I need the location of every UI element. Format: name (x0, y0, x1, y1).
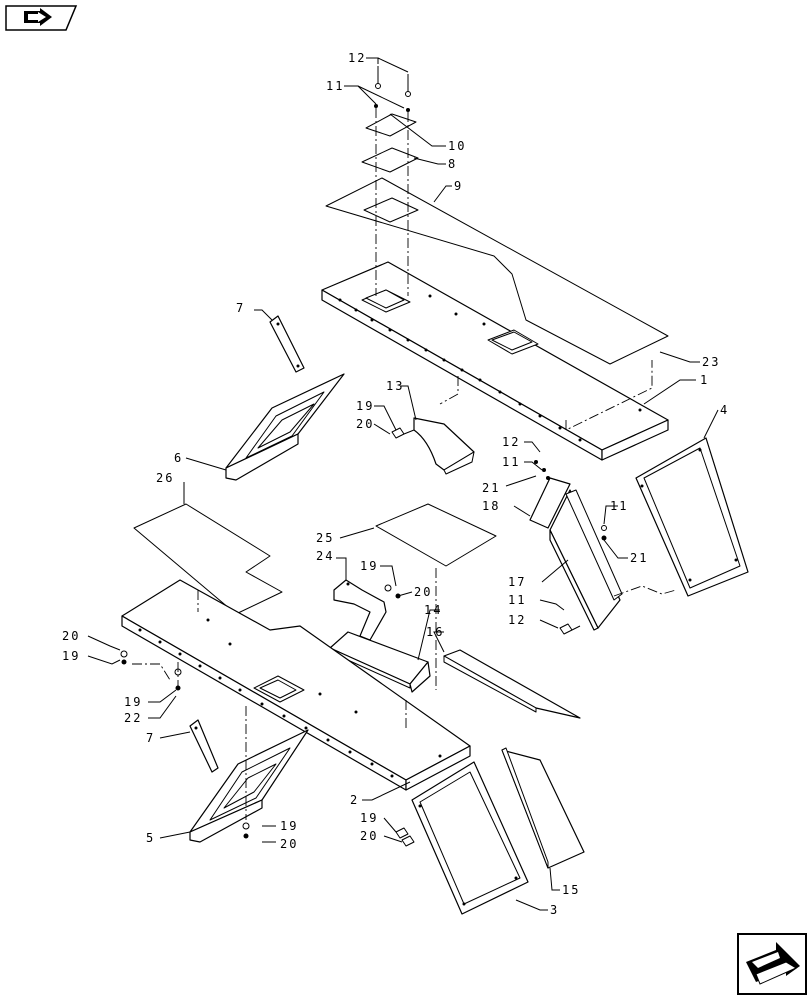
label-8: 8 (448, 157, 457, 171)
label-3: 3 (550, 903, 559, 917)
label-21-left: 21 (482, 481, 500, 495)
label-5: 5 (146, 831, 155, 845)
label-11-right: 11 (502, 455, 520, 469)
label-26: 26 (156, 471, 174, 485)
part-tray-1 (321, 261, 669, 461)
label-9: 9 (454, 179, 463, 193)
label-7-upper: 7 (236, 301, 245, 315)
label-12-lower: 12 (508, 613, 526, 627)
label-17: 17 (508, 575, 526, 589)
part-bracket-24 (333, 579, 401, 641)
arrow-right-icon (24, 8, 52, 26)
arrow-next-icon (746, 942, 800, 985)
label-19-lower-left: 19 (124, 695, 142, 709)
nav-next-button[interactable] (737, 933, 807, 995)
label-19-left: 19 (62, 649, 80, 663)
part-bracket-14 (329, 631, 431, 693)
label-15: 15 (562, 883, 580, 897)
label-10: 10 (448, 139, 466, 153)
part-panel-3 (411, 761, 529, 915)
leader-lines (87, 57, 719, 911)
part-panel-17 (549, 489, 623, 631)
label-20-left: 20 (62, 629, 80, 643)
part-plate-10 (365, 113, 417, 137)
label-7-lower: 7 (146, 731, 155, 745)
part-bracket-7-lower (189, 719, 219, 773)
label-11-far-right: 11 (610, 499, 628, 513)
label-19-upper: 19 (356, 399, 374, 413)
part-plate-8 (361, 147, 419, 173)
label-20-frame: 20 (280, 837, 298, 851)
label-24: 24 (316, 549, 334, 563)
part-panel-15 (501, 747, 585, 869)
label-25: 25 (316, 531, 334, 545)
part-bracket-13 (413, 417, 475, 475)
part-bolt-19-20-upper (391, 427, 415, 439)
label-6: 6 (174, 451, 183, 465)
label-20-upper: 20 (356, 417, 374, 431)
part-panel-4 (635, 437, 749, 597)
label-12-right: 12 (502, 435, 520, 449)
label-16: 16 (426, 625, 444, 639)
label-13: 13 (386, 379, 404, 393)
part-sheet-25 (375, 503, 497, 567)
label-4: 4 (720, 403, 729, 417)
label-19-bottom: 19 (360, 811, 378, 825)
part-frame-6 (225, 373, 345, 481)
label-21-right: 21 (630, 551, 648, 565)
part-bracket-18 (529, 460, 571, 529)
nav-prev-button[interactable] (5, 5, 78, 31)
label-20-bottom: 20 (360, 829, 378, 843)
label-18: 18 (482, 499, 500, 513)
label-12: 12 (348, 51, 366, 65)
label-11: 11 (326, 79, 344, 93)
part-bolts-lower (120, 623, 581, 847)
label-19-mid: 19 (360, 559, 378, 573)
label-11-lower: 11 (508, 593, 526, 607)
label-23: 23 (702, 355, 720, 369)
label-19-frame: 19 (280, 819, 298, 833)
part-sheet-9 (325, 177, 669, 365)
label-20-mid: 20 (414, 585, 432, 599)
part-bracket-7-upper (269, 315, 305, 373)
part-frame-5 (189, 729, 309, 843)
label-14: 14 (424, 603, 442, 617)
label-2: 2 (350, 793, 359, 807)
part-tray-2 (121, 579, 471, 791)
label-1: 1 (700, 373, 709, 387)
part-fastener-12-top (374, 66, 411, 112)
part-bracket-16 (443, 649, 581, 719)
label-22: 22 (124, 711, 142, 725)
callout-labels: 12 11 10 8 9 23 1 7 6 13 19 20 12 11 21 … (62, 51, 729, 917)
